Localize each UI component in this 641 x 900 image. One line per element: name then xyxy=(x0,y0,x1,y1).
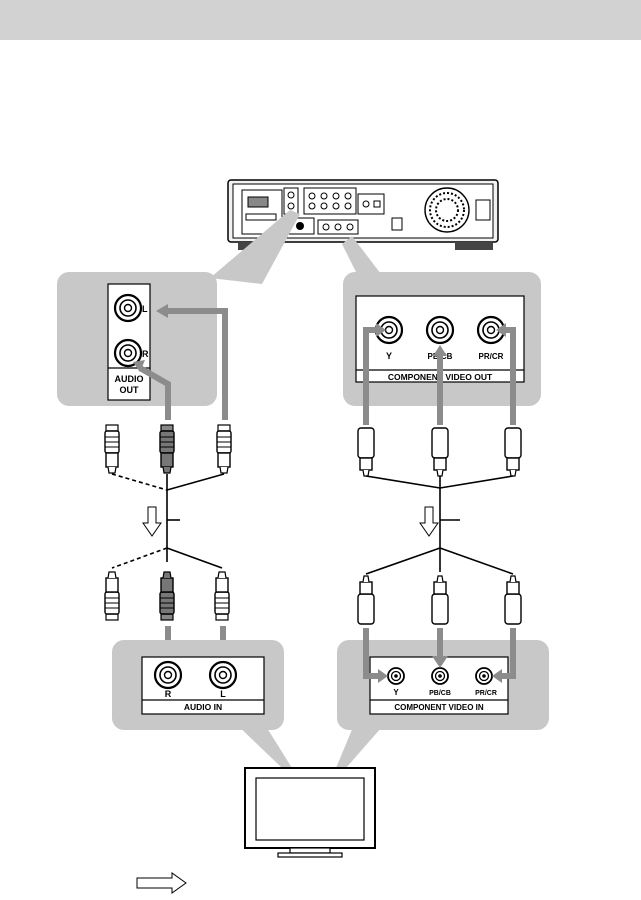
audio-in-title: AUDIO IN xyxy=(184,702,222,712)
comp-out-y-label: Y xyxy=(386,351,392,361)
comp-in-pb-label: PB/CB xyxy=(429,690,451,697)
audio-cable-bottom-plugs xyxy=(105,572,229,620)
video-cable xyxy=(366,476,513,574)
audio-in-callout: R L AUDIO IN xyxy=(112,640,292,768)
comp-in-pr-label: PR/CR xyxy=(475,690,497,697)
audio-out-r-label: R xyxy=(142,349,149,359)
signal-flow-legend-arrow-icon xyxy=(137,873,186,893)
comp-in-title: COMPONENT VIDEO IN xyxy=(394,703,484,712)
audio-cable-top-plugs xyxy=(105,425,231,473)
audio-out-l-label: L xyxy=(142,304,148,314)
video-cable-bottom-plugs xyxy=(358,576,521,624)
comp-in-y-label: Y xyxy=(393,688,399,697)
audio-in-r-label: R xyxy=(165,689,172,699)
audio-out-label-line1: AUDIO xyxy=(115,374,144,384)
audio-in-l-label: L xyxy=(220,689,226,699)
tv-monitor-icon xyxy=(245,768,375,857)
audio-out-callout: L R AUDIO OUT xyxy=(57,272,217,406)
audio-out-label-line2: OUT xyxy=(120,385,140,395)
audio-cable xyxy=(112,474,224,568)
video-cable-top-plugs xyxy=(358,428,521,476)
signal-flow-arrow-icon xyxy=(143,507,438,536)
comp-out-pr-label: PR/CR xyxy=(479,352,504,361)
